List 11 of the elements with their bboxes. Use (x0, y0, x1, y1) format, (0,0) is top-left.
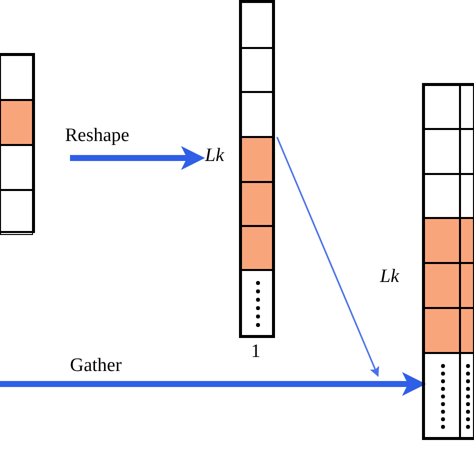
arrow (276, 136, 380, 377)
array-grid (0, 53, 35, 233)
edge-label: Gather (70, 356, 122, 375)
index-label: 1 (251, 342, 260, 361)
array-grid (239, 0, 275, 338)
dimension-label: Lk (205, 146, 224, 165)
dimension-label: Lk (380, 267, 399, 286)
arrow (0, 372, 426, 396)
arrow (70, 146, 205, 170)
edge-label: Reshape (65, 126, 130, 145)
array-grid (422, 83, 474, 440)
